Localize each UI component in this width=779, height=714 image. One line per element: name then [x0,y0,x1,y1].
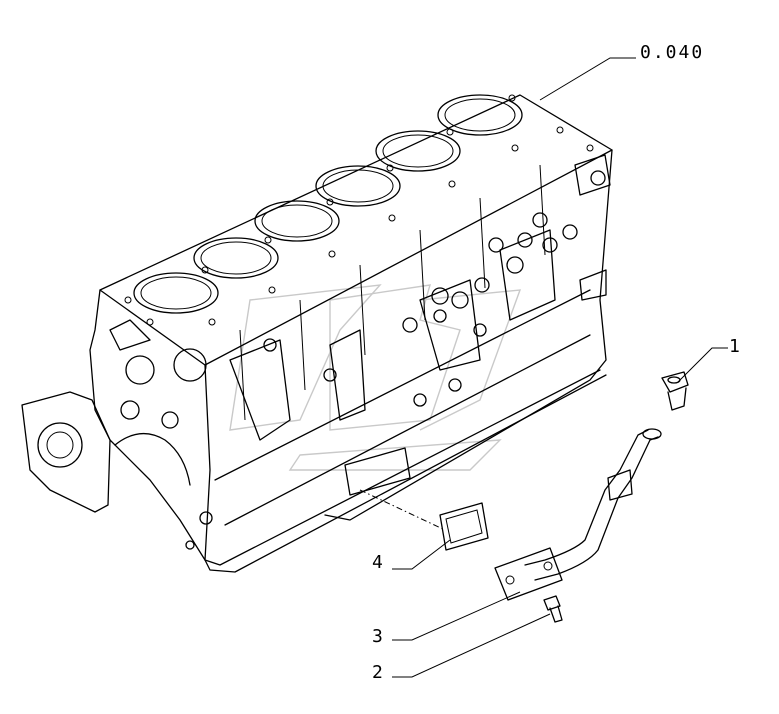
oil-filler-tube-part-3 [494,428,662,601]
cylinder-bores [133,94,523,314]
callout-label-2: 2 [372,662,383,683]
head-bolt-holes [124,94,594,326]
reference-label: 0.040 [640,42,705,63]
engine-block [21,94,613,573]
callout-label-1: 1 [729,336,740,357]
side-ribs [229,164,556,441]
callout-label-3: 3 [372,626,383,647]
leader-lines [392,57,728,678]
watermark-logo [229,284,522,471]
callout-label-4: 4 [372,552,383,573]
gasket-part-4 [359,489,489,551]
oil-gallery-bosses [185,212,578,550]
breather-cap-part-1 [661,371,689,411]
screw-part-2 [543,595,563,623]
